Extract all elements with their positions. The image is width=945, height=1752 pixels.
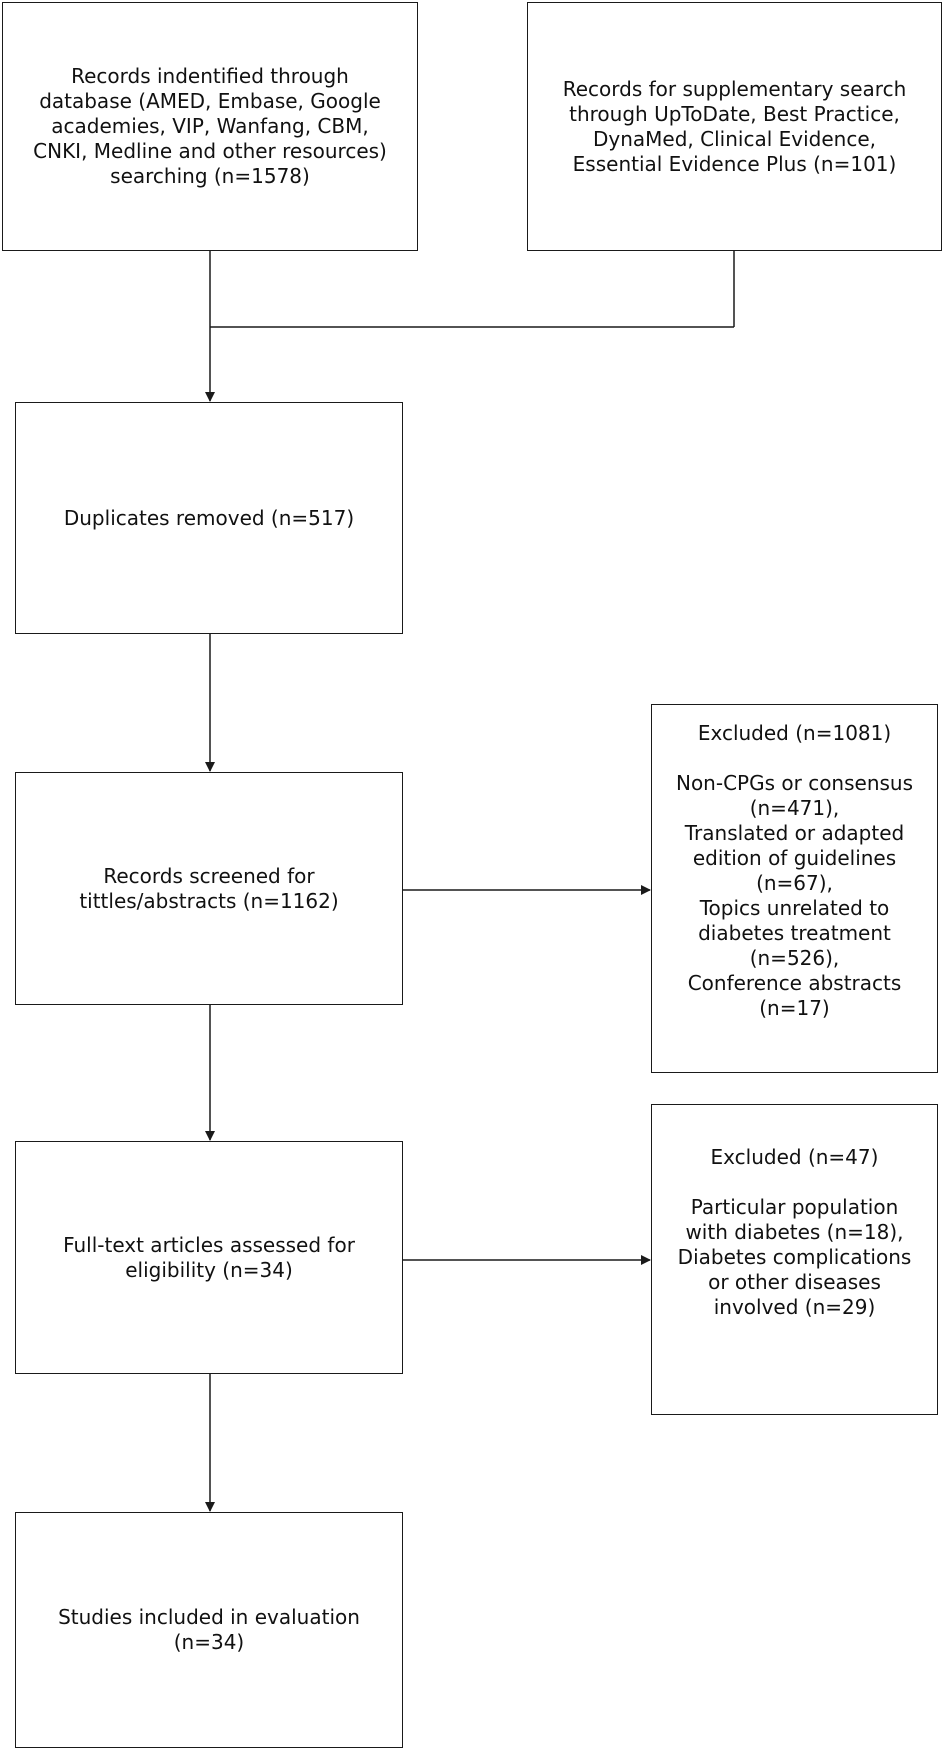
box-text-line: Records indentified through	[71, 64, 349, 88]
records-supplementary-search-box: Records for supplementary search through…	[527, 2, 942, 251]
records-screened-box: Records screened for tittles/abstracts (…	[15, 772, 403, 1005]
box-text-line: eligibility (n=34)	[125, 1257, 293, 1282]
box-text-line: Topics unrelated to	[699, 896, 890, 920]
box-text-line: (n=34)	[173, 1630, 245, 1654]
excluded-heading: Excluded (n=47)	[710, 1145, 879, 1169]
excluded-heading: Excluded (n=1081)	[697, 721, 892, 745]
box-text-line: Records screened for	[103, 863, 315, 888]
box-text-line: Particular population	[690, 1195, 899, 1219]
box-text-line: Full-text articles assessed for	[63, 1232, 355, 1257]
box-text-line: Studies included in evaluation	[58, 1605, 360, 1629]
box-text-line: searching (n=1578)	[110, 164, 310, 188]
box-text-line: DynaMed, Clinical Evidence,	[593, 126, 876, 151]
duplicates-removed-box: Duplicates removed (n=517)	[15, 402, 403, 634]
records-identified-database-box: Records indentified through database (AM…	[2, 2, 418, 251]
box-text-line: tittles/abstracts (n=1162)	[79, 888, 339, 913]
box-text-line: (n=526),	[749, 946, 840, 970]
box-text-line: (n=471),	[749, 796, 840, 820]
box-text-line: database (AMED, Embase, Google	[39, 89, 381, 113]
box-text-line: CNKI, Medline and other resources)	[33, 139, 387, 163]
box-text-line: Diabetes complications	[677, 1245, 912, 1269]
studies-included-box: Studies included in evaluation (n=34)	[15, 1512, 403, 1748]
box-text-line: with diabetes (n=18),	[685, 1220, 904, 1244]
box-text-line: academies, VIP, Wanfang, CBM,	[51, 114, 369, 138]
box-text-line: (n=17)	[759, 996, 830, 1020]
fulltext-assessed-box: Full-text articles assessed for eligibil…	[15, 1141, 403, 1374]
box-text-line: or other diseases	[708, 1270, 881, 1294]
box-text-line: Records for supplementary search	[562, 76, 907, 101]
box-text-line: through UpToDate, Best Practice,	[569, 101, 900, 126]
box-text-line: edition of guidelines	[692, 846, 897, 870]
box-text-line: Essential Evidence Plus (n=101)	[572, 151, 897, 176]
box-text-line: Non-CPGs or consensus	[675, 771, 914, 795]
box-text-line: (n=67),	[756, 871, 833, 895]
excluded-screening-box: Excluded (n=1081) Non-CPGs or consensus …	[651, 704, 938, 1073]
box-text-line: Translated or adapted	[684, 821, 905, 845]
box-text-line: diabetes treatment	[698, 921, 891, 945]
box-text-line: Conference abstracts	[687, 971, 902, 995]
excluded-eligibility-box: Excluded (n=47) Particular population wi…	[651, 1104, 938, 1415]
box-text-line: Duplicates removed (n=517)	[63, 505, 355, 530]
box-text-line: involved (n=29)	[713, 1295, 876, 1319]
